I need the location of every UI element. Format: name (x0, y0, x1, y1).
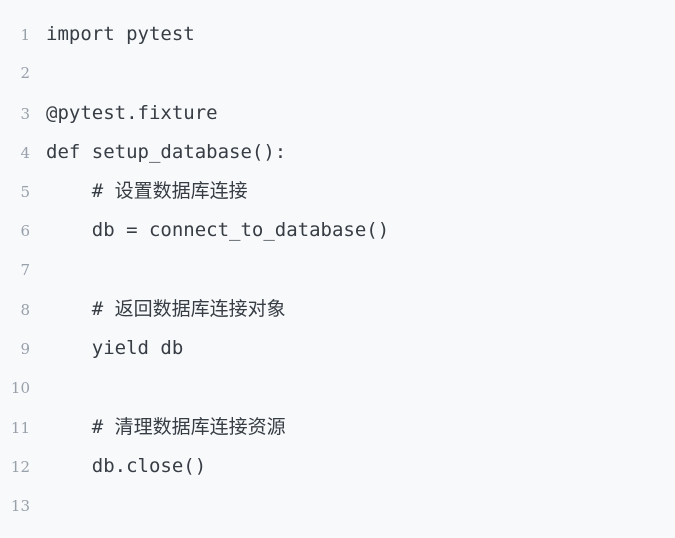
line-code: db.close() (46, 455, 207, 478)
line-code: import pytest (46, 23, 195, 45)
code-line: 4 def setup_database(): (0, 133, 667, 172)
code-line: 10 (0, 369, 667, 408)
code-line: 12 db.close() (0, 447, 667, 486)
line-number: 3 (20, 104, 30, 123)
line-number: 7 (20, 260, 30, 279)
line-number: 4 (20, 143, 30, 162)
code-line: 9 yield db (0, 329, 667, 368)
code-line: 2 (0, 54, 667, 93)
line-number: 12 (10, 458, 30, 477)
code-line: 6 db = connect_to_database() (0, 211, 667, 250)
line-number: 13 (10, 496, 30, 515)
line-code: def setup_database(): (46, 140, 287, 163)
line-number: 5 (20, 183, 30, 202)
code-line: 5 # 设置数据库连接 (0, 172, 667, 211)
line-code: # 返回数据库连接对象 (46, 298, 286, 321)
line-code: db = connect_to_database() (46, 219, 390, 242)
line-number: 6 (20, 222, 30, 241)
line-number: 2 (20, 64, 30, 83)
line-code: # 清理数据库连接资源 (46, 415, 286, 438)
code-line: 7 (0, 251, 667, 290)
code-line: 1 import pytest (0, 15, 667, 54)
line-code: # 设置数据库连接 (46, 180, 248, 203)
line-number: 10 (10, 378, 30, 397)
code-line: 3 @pytest.fixture (0, 94, 667, 133)
line-code: yield db (46, 337, 184, 360)
code-line: 8 # 返回数据库连接对象 (0, 290, 667, 329)
code-line: 13 (0, 487, 667, 526)
code-line: 11 # 清理数据库连接资源 (0, 408, 667, 447)
line-number: 9 (20, 340, 30, 359)
line-number: 8 (20, 301, 30, 320)
line-code: @pytest.fixture (46, 101, 218, 124)
line-number: 11 (10, 418, 30, 437)
line-number: 1 (20, 26, 30, 44)
